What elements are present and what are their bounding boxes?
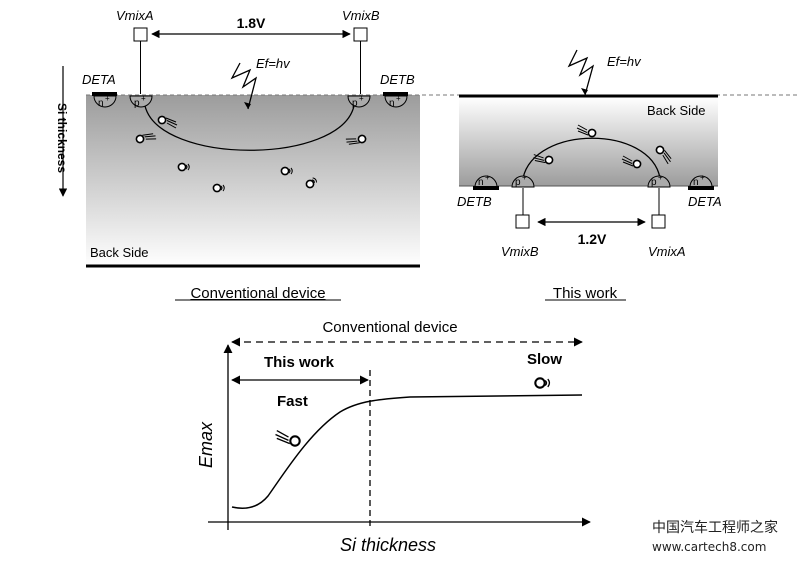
this-work-det-a-label: DETA	[688, 194, 722, 209]
conv-det-a-label: DETA	[82, 72, 116, 87]
conv-p-left-well	[129, 95, 153, 108]
graph-xlabel: Si thickness	[340, 535, 436, 555]
this-work-p-left-plus: +	[522, 173, 527, 182]
conv-det-b-contact	[383, 92, 408, 96]
this-work-det-a-well	[689, 175, 713, 188]
conv-vmix-b-label: VmixB	[342, 8, 380, 23]
this-work-p-left-well	[511, 175, 535, 188]
conv-back-side-label: Back Side	[90, 245, 149, 260]
conv-photon-arrowhead	[244, 102, 251, 109]
fast-label: Fast	[277, 393, 308, 410]
conventional-substrate	[86, 95, 420, 267]
conventional-device: Si thickness VmixA VmixB 1.8V Ef=hv DETA…	[55, 8, 800, 302]
conv-det-a-n: n	[98, 98, 104, 109]
this-work-det-a-contact	[688, 186, 714, 190]
this-work-photon-icon	[567, 49, 595, 96]
watermark-line2: www.cartech8.com	[652, 540, 766, 554]
conv-det-b-plus: +	[396, 94, 401, 103]
electron-slow-icon	[534, 377, 551, 389]
this-work-caption: This work	[553, 285, 618, 302]
conv-vmix-b-pad	[353, 27, 368, 42]
conv-p-right-p: p	[352, 98, 358, 109]
this-work-p-left-p: p	[515, 177, 521, 188]
slow-label: Slow	[527, 351, 562, 368]
conv-photon-label: Ef=hv	[256, 56, 291, 71]
this-work-vmix-b-label: VmixB	[501, 244, 539, 259]
this-work-det-b-well	[474, 175, 498, 188]
graph-ylabel: Emax	[196, 421, 216, 468]
watermark-line1: 中国汽车工程师之家	[652, 519, 778, 536]
this-work-det-b-n: n	[478, 177, 484, 188]
this-work-vmix-b-pad	[515, 214, 530, 229]
this-work-det-b-label: DETB	[457, 194, 492, 209]
conv-field-line	[144, 105, 355, 151]
conv-det-b-well	[384, 95, 408, 108]
graph-conventional-label: Conventional device	[322, 319, 457, 336]
conv-det-b-n: n	[389, 98, 395, 109]
conv-p-left-p: p	[134, 98, 140, 109]
this-work-field-line	[522, 137, 661, 179]
this-work-substrate	[459, 97, 718, 186]
this-work-p-right-well	[647, 175, 671, 188]
conv-det-a-well	[93, 95, 117, 108]
this-work-det-a-n: n	[693, 177, 699, 188]
si-thickness-label: Si thickness	[55, 103, 69, 173]
conv-det-a-plus: +	[105, 94, 110, 103]
conv-vmix-a-label: VmixA	[116, 8, 154, 23]
conv-caption: Conventional device	[190, 285, 325, 302]
this-work-p-right-p: p	[651, 177, 657, 188]
this-work-vmix-a-pad	[651, 214, 666, 229]
electron-fast-icon	[274, 429, 301, 447]
this-work-photon-arrowhead	[581, 88, 588, 95]
graph-this-work-label: This work	[264, 354, 335, 371]
emax-graph: Conventional device This work Fast Slow …	[196, 319, 591, 555]
conv-det-b-label: DETB	[380, 72, 415, 87]
conv-p-right-well	[347, 95, 371, 108]
conv-det-a-contact	[92, 92, 117, 96]
conv-voltage-label: 1.8V	[237, 15, 266, 31]
conv-vmix-a-pad	[133, 27, 148, 42]
this-work-det-b-contact	[473, 186, 499, 190]
this-work-photon-label: Ef=hv	[607, 54, 642, 69]
conv-p-right-plus: +	[359, 94, 364, 103]
this-work-p-right-plus: +	[658, 173, 663, 182]
this-work-det-a-plus: +	[700, 173, 705, 182]
this-work-voltage-label: 1.2V	[578, 231, 607, 247]
this-work-vmix-a-label: VmixA	[648, 244, 686, 259]
this-work-device: Back Side Ef=hv n + DETB p + VmixB p + V…	[457, 49, 722, 302]
emax-curve	[231, 394, 583, 509]
this-work-back-side-label: Back Side	[647, 103, 706, 118]
this-work-det-b-plus: +	[485, 173, 490, 182]
conv-photon-icon	[230, 62, 258, 110]
conv-p-left-plus: +	[141, 94, 146, 103]
